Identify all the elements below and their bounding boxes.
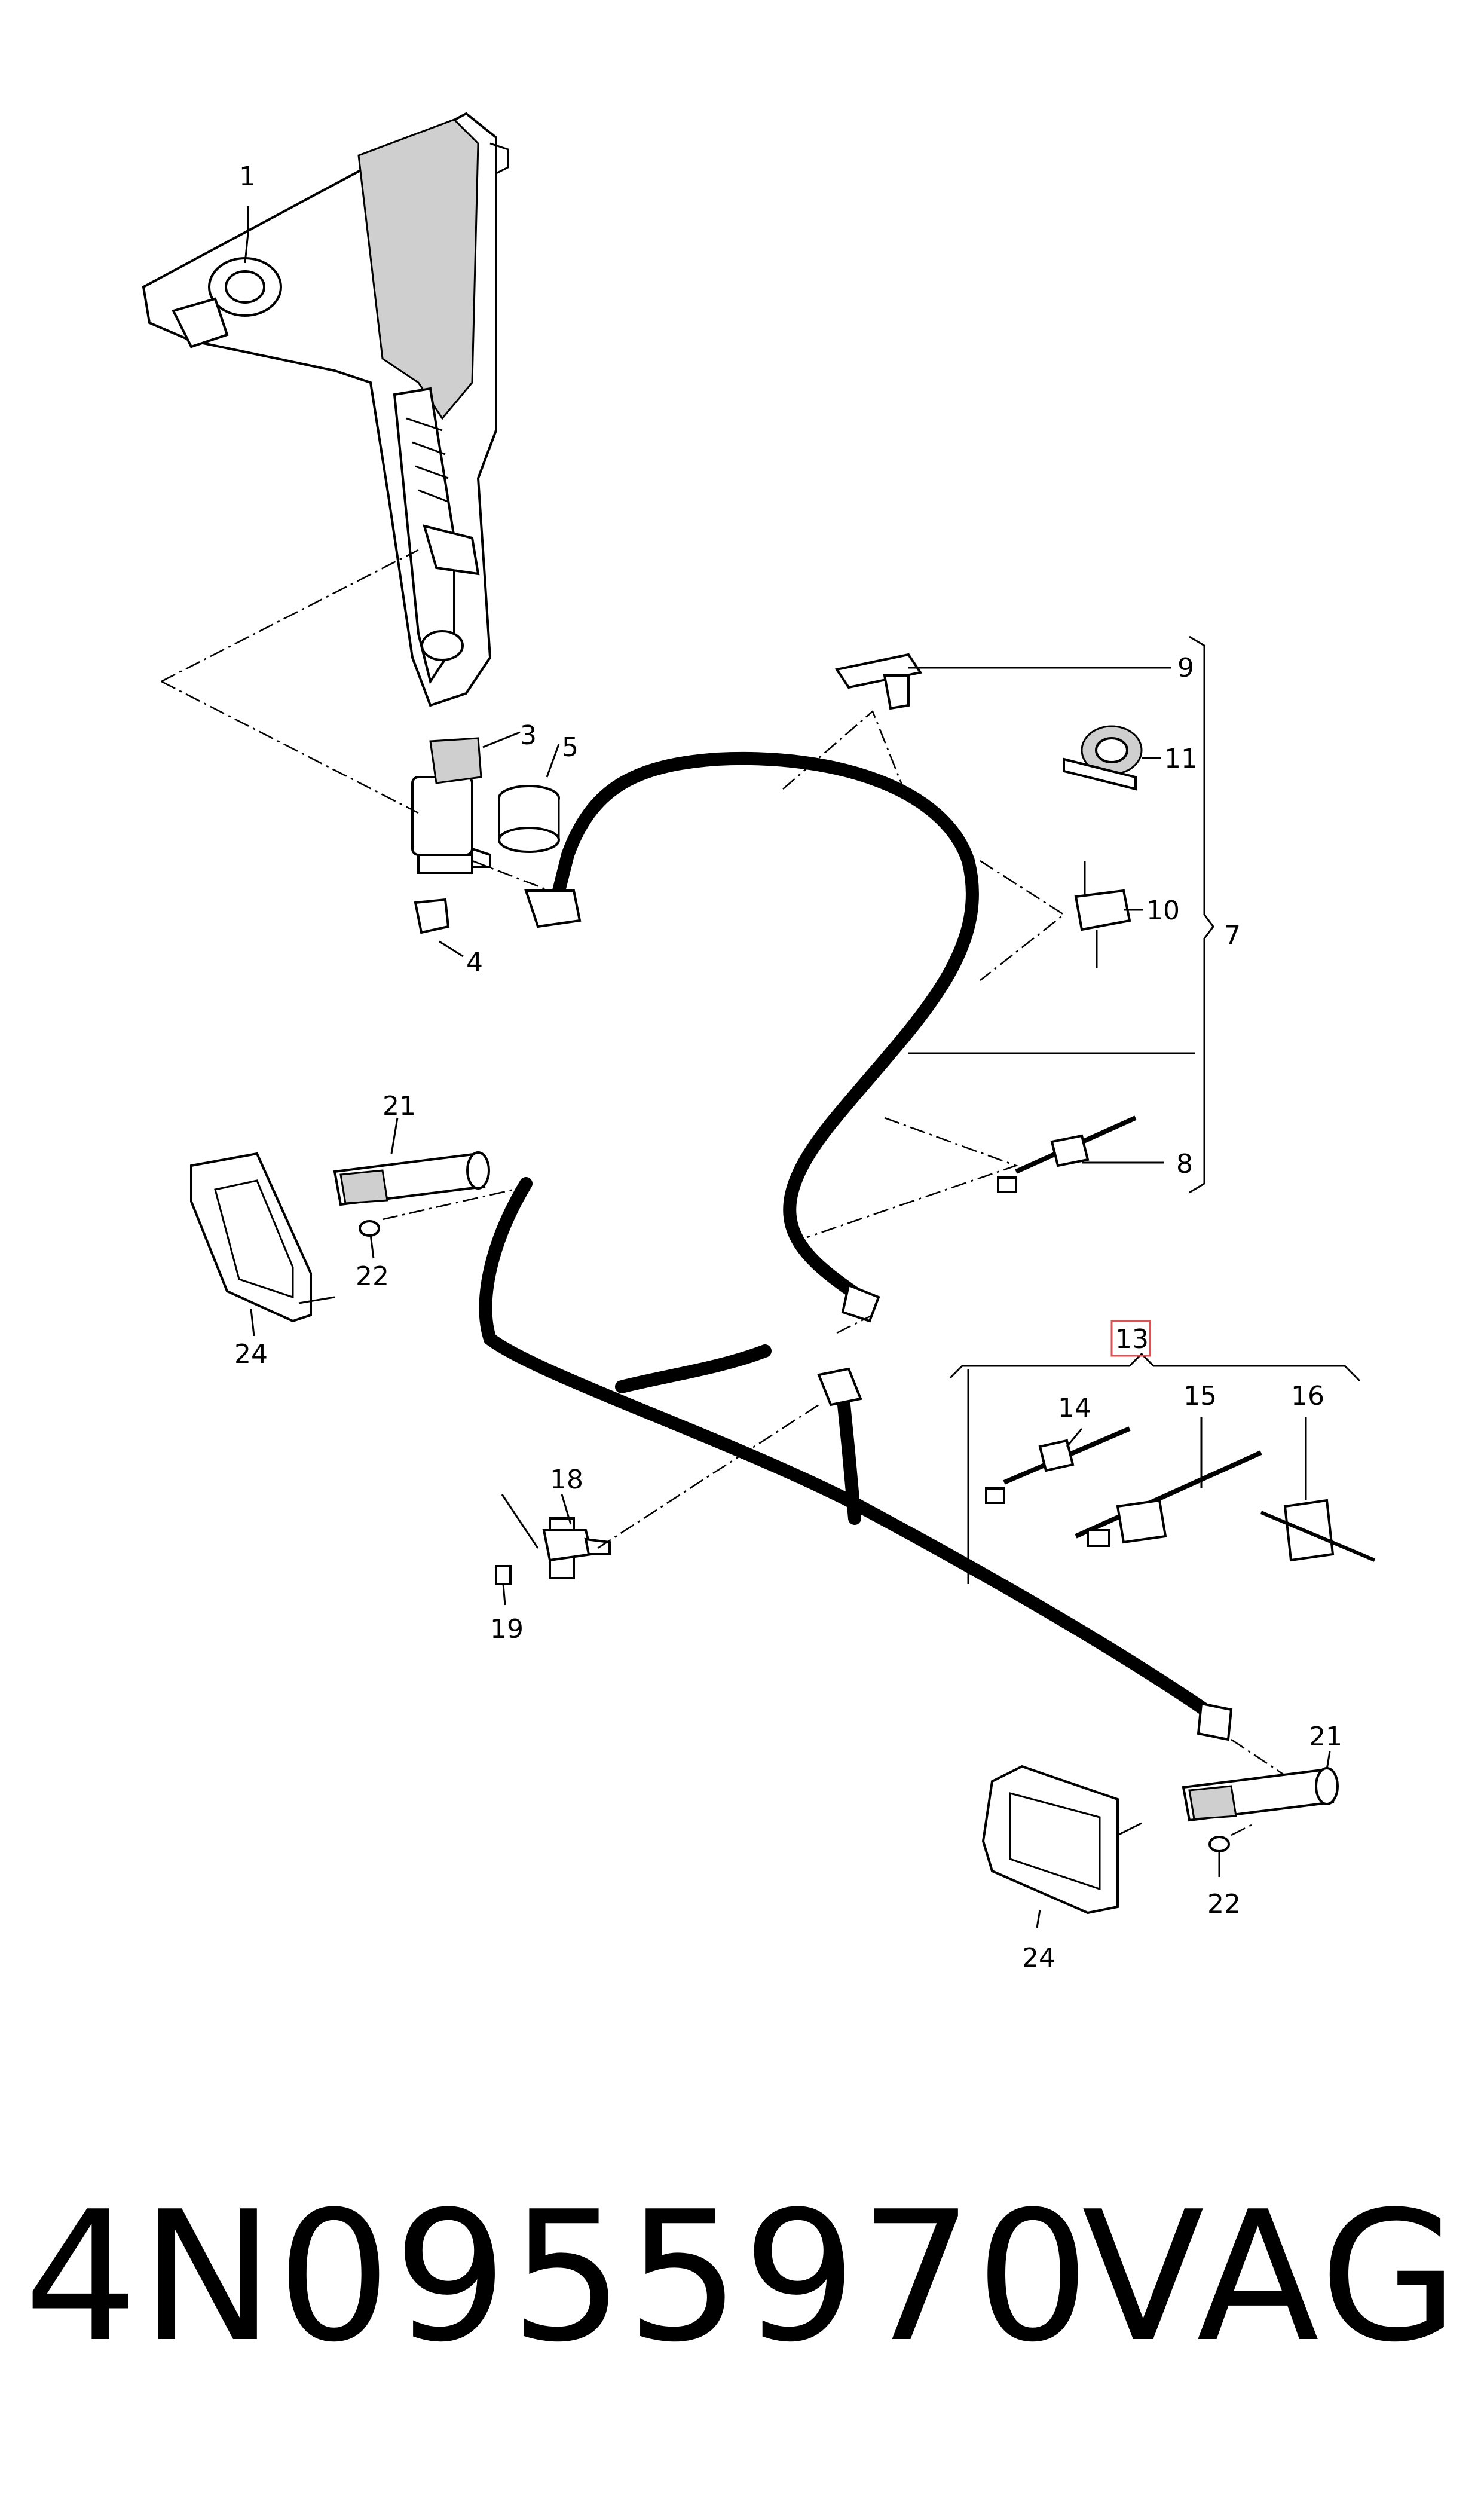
callout-11: 11 (1164, 744, 1198, 774)
clip-9 (834, 653, 923, 710)
holder-16 (1260, 1499, 1376, 1562)
callout-5: 5 (562, 732, 579, 763)
assembly-lines (161, 549, 1286, 1836)
callout-21-left: 21 (383, 1091, 416, 1121)
parts-diagram: 1 3 5 4 9 11 10 7 8 21 22 24 13 14 15 16… (142, 112, 1376, 1973)
cover-24-left (190, 1152, 335, 1323)
nozzle-21-right (1182, 1767, 1339, 1822)
footer: 4N0955970 VAG (24, 2164, 1458, 2391)
sealing-ring (498, 785, 560, 853)
callout-labels: 1 3 5 4 9 11 10 7 8 21 22 24 13 14 15 16… (234, 161, 1342, 1973)
nozzle-21-left (333, 1151, 490, 1206)
part-number: 4N0955970 (24, 2173, 1093, 2382)
leader-lines (244, 206, 1361, 1928)
callout-14: 14 (1058, 1393, 1091, 1423)
cable-tie-15 (1075, 1450, 1262, 1547)
callout-18: 18 (550, 1465, 583, 1495)
washer-reservoir (142, 112, 509, 707)
callout-7: 7 (1224, 921, 1241, 951)
bolt-19 (495, 1565, 512, 1585)
tape-roll-11 (1063, 725, 1143, 791)
callout-19: 19 (490, 1614, 524, 1644)
washer-pump (411, 737, 491, 934)
callout-16: 16 (1291, 1381, 1324, 1411)
clip-10 (1074, 861, 1131, 968)
callout-21-right: 21 (1309, 1722, 1342, 1752)
highlight-box-13 (1110, 1320, 1151, 1357)
callout-15: 15 (1183, 1381, 1217, 1411)
brand-name: VAG (1082, 2173, 1462, 2382)
callout-3: 3 (520, 720, 537, 751)
cable-tie-14 (985, 1426, 1131, 1504)
callout-9: 9 (1177, 653, 1194, 683)
callout-13: 13 (1115, 1324, 1149, 1355)
callout-1: 1 (239, 161, 256, 192)
screw-22-right (1208, 1836, 1230, 1852)
callout-22-left: 22 (356, 1261, 389, 1292)
hose-lower (479, 1177, 1233, 1741)
screw-22-left (359, 1220, 380, 1237)
callout-22-right: 22 (1207, 1889, 1241, 1919)
callout-8: 8 (1176, 1149, 1193, 1179)
hose-upper (524, 751, 979, 1323)
callout-24-right: 24 (1022, 1943, 1055, 1973)
callout-24-left: 24 (234, 1339, 268, 1369)
callout-10: 10 (1146, 895, 1180, 926)
cover-24-right (981, 1765, 1142, 1915)
bracket-18 (501, 1494, 611, 1579)
cable-tie-8 (997, 1115, 1137, 1193)
callout-4: 4 (466, 947, 483, 978)
